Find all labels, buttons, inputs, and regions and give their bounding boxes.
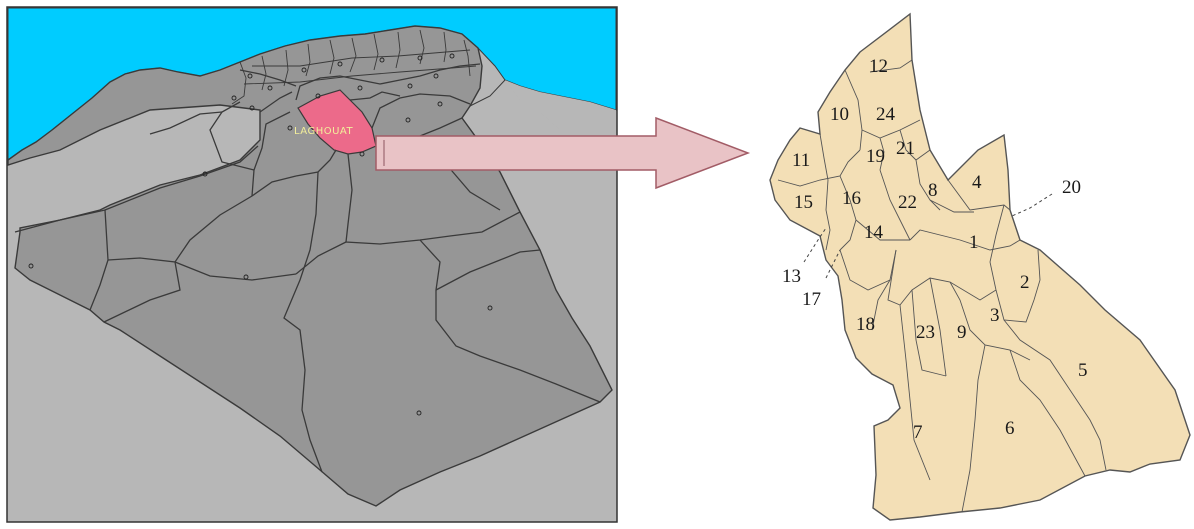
province-borders — [14, 63, 601, 473]
leader-17 — [825, 249, 841, 279]
detail-map: 12 10 24 19 21 11 4 20 8 16 22 15 14 1 1… — [769, 12, 1191, 521]
region-label-16: 16 — [842, 188, 861, 209]
leader-13 — [803, 227, 827, 263]
region-label-6: 6 — [1005, 418, 1015, 439]
region-label-13: 13 — [782, 266, 801, 287]
region-label-23: 23 — [916, 322, 935, 343]
region-label-20: 20 — [1062, 177, 1081, 198]
overview-map: LAGHOUAT — [6, 6, 618, 523]
region-label-19: 19 — [866, 146, 885, 167]
leader-20 — [1011, 193, 1053, 217]
neighbor-border — [469, 79, 506, 107]
capital-dots — [28, 53, 493, 416]
region-label-11: 11 — [792, 150, 810, 171]
region-label-24: 24 — [876, 104, 896, 125]
zoom-arrow — [375, 116, 751, 190]
region-label-10: 10 — [830, 104, 849, 125]
region-label-1: 1 — [969, 232, 979, 253]
province-outline — [769, 12, 1191, 521]
leader-lines — [803, 193, 1053, 279]
arrow-shape — [375, 116, 751, 190]
region-label-15: 15 — [794, 192, 813, 213]
region-label-5: 5 — [1078, 360, 1088, 381]
region-label-8: 8 — [928, 180, 938, 201]
region-label-3: 3 — [990, 305, 1000, 326]
region-label-22: 22 — [898, 192, 917, 213]
municipality-labels: 12 10 24 19 21 11 4 20 8 16 22 15 14 1 1… — [782, 56, 1088, 443]
municipality-borders — [777, 59, 1107, 513]
region-label-18: 18 — [856, 314, 875, 335]
region-label-7: 7 — [913, 422, 923, 443]
region-label-21: 21 — [896, 138, 915, 159]
region-label-9: 9 — [957, 322, 967, 343]
region-label-2: 2 — [1020, 272, 1030, 293]
region-label-4: 4 — [972, 172, 982, 193]
laghouat-map-label: LAGHOUAT — [294, 126, 353, 137]
region-label-12: 12 — [869, 56, 888, 77]
northern-provinces — [231, 29, 477, 105]
region-label-17: 17 — [802, 289, 821, 310]
region-label-14: 14 — [864, 222, 884, 243]
